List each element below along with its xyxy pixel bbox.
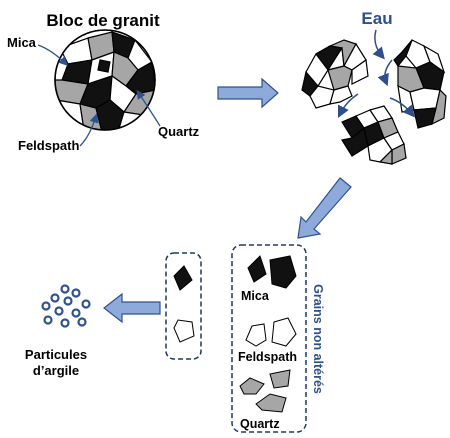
altered-grains-box (165, 252, 202, 360)
clay-particles (41, 284, 91, 328)
grain-mica-label: Mica (241, 289, 270, 303)
unaltered-mica-grains (247, 255, 297, 289)
mica-label: Mica (7, 35, 37, 50)
process-arrow-right (217, 77, 279, 109)
granite-block-title: Bloc de granit (46, 11, 160, 30)
unaltered-feldspar-grains (245, 317, 297, 347)
grain-quartz-label: Quartz (240, 417, 280, 431)
clay-particles-label-line2: d’argile (33, 363, 79, 378)
unaltered-grains-box (231, 244, 307, 433)
granite-fragment-left (301, 39, 369, 109)
feldspar-pointer-arrow (79, 113, 99, 147)
process-arrow-diagonal (297, 177, 352, 239)
clay-particle (71, 288, 81, 298)
clay-particle (60, 284, 70, 294)
mica-pointer-arrow (37, 44, 68, 66)
granite-fragment-bottom (341, 105, 407, 165)
clay-particle (60, 318, 70, 328)
clay-particle (41, 301, 51, 311)
clay-particle (54, 306, 64, 316)
water-arrow-middle (377, 59, 393, 87)
quartz-pointer-arrow (136, 89, 161, 127)
clay-particle (81, 299, 91, 309)
water-flow-arrows (337, 29, 415, 119)
process-arrow-left (103, 292, 161, 324)
unaltered-quartz-grains (239, 369, 291, 413)
unaltered-grains-label: Grains non altérés (311, 284, 325, 394)
feldspar-label: Feldspath (18, 138, 79, 153)
clay-particle (63, 296, 73, 306)
water-arrow-right (389, 97, 415, 118)
granite-block (54, 29, 156, 131)
clay-particle (43, 315, 53, 325)
water-arrow-left (337, 93, 359, 119)
fragmented-granite (301, 39, 447, 165)
quartz-label: Quartz (158, 124, 200, 139)
altered-feldspar-grain (173, 319, 195, 343)
clay-particle (50, 293, 60, 303)
clay-particle (77, 317, 87, 327)
clay-particle (71, 308, 81, 318)
altered-mica-grain (173, 265, 193, 291)
water-arrow-top (372, 29, 385, 60)
water-label: Eau (361, 9, 392, 28)
grain-feldspar-label: Feldspath (238, 350, 297, 364)
clay-particles-label-line1: Particules (25, 347, 87, 362)
granite-fragment-right (393, 39, 447, 129)
